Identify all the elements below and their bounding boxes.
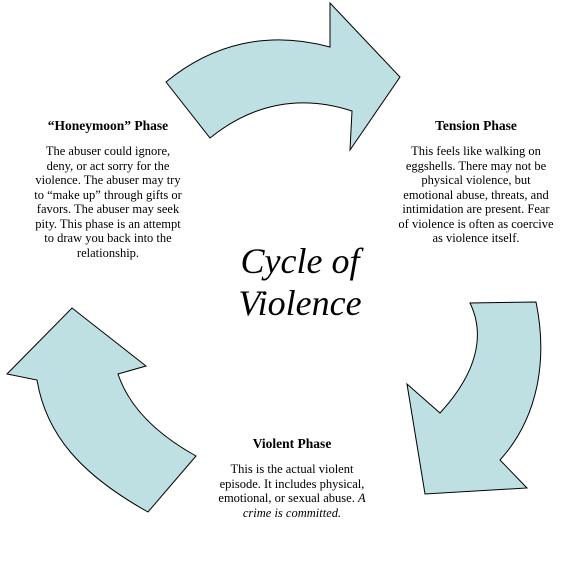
tension-phase-description: This feels like walking on eggshells. Th… <box>398 144 554 245</box>
violent-phase-title: Violent Phase <box>252 436 332 451</box>
honeymoon-phase-description: The abuser could ignore, deny, or act so… <box>34 144 182 260</box>
center-title-line-1: Cycle of <box>240 241 360 281</box>
violent-phase-body-text: This is the actual violent episode. It i… <box>218 462 365 505</box>
curved-arrow-left-icon <box>5 307 197 513</box>
curved-arrow-right-icon <box>406 301 542 495</box>
curved-arrow-top-icon <box>165 1 401 152</box>
tension-phase-title: Tension Phase <box>435 118 517 133</box>
tension-phase: Tension Phase This feels like walking on… <box>396 118 556 246</box>
violent-phase: Violent Phase This is the actual violent… <box>218 436 366 520</box>
honeymoon-phase-title: “Honeymoon” Phase <box>47 118 169 133</box>
violent-phase-description: This is the actual violent episode. It i… <box>218 462 366 520</box>
violent-phase-crime-note: A crime is committed. <box>242 491 366 520</box>
center-title: Cycle of Violence <box>200 240 400 324</box>
center-title-line-2: Violence <box>238 283 362 323</box>
honeymoon-phase: “Honeymoon” Phase The abuser could ignor… <box>32 118 184 270</box>
